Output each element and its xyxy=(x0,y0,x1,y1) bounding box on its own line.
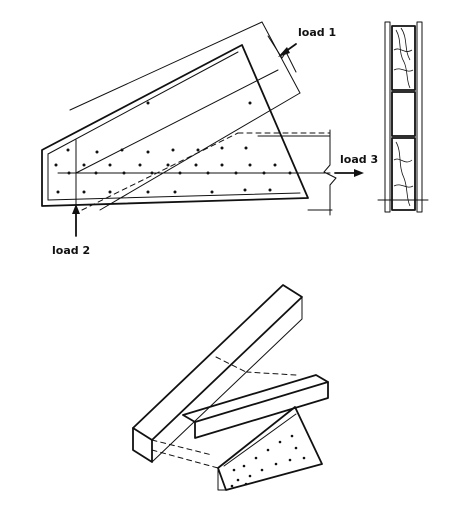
timber-section-lower xyxy=(391,137,416,211)
iso-inclined-member-side xyxy=(132,427,153,463)
inclined-member-dashed-edge xyxy=(81,132,239,211)
fastener xyxy=(194,163,198,167)
fastener xyxy=(248,163,252,167)
iso-fastener-pattern xyxy=(230,434,306,488)
fastener xyxy=(173,190,177,194)
fastener xyxy=(262,171,266,175)
fastener xyxy=(56,190,60,194)
load1-arrow xyxy=(278,43,297,57)
isometric-view xyxy=(132,284,329,491)
load3-arrow xyxy=(334,169,364,177)
iso-inclined-dashed-line xyxy=(215,356,247,373)
fastener xyxy=(95,150,99,154)
iso-horizontal-member-side xyxy=(194,381,329,439)
fastener xyxy=(236,478,240,482)
fastener xyxy=(278,440,282,444)
side-section-view xyxy=(377,21,429,213)
fastener xyxy=(82,163,86,167)
break-mark-load3 xyxy=(323,129,337,216)
fastener xyxy=(178,171,182,175)
fastener xyxy=(122,171,126,175)
fastener xyxy=(254,456,258,460)
fastener xyxy=(248,101,252,105)
fastener xyxy=(66,148,70,152)
elevation-view: load 1 load 2 load 3 xyxy=(41,21,378,257)
fastener xyxy=(54,163,58,167)
fastener xyxy=(150,171,154,175)
fastener xyxy=(220,146,224,150)
fastener xyxy=(146,190,150,194)
fastener xyxy=(274,462,278,466)
fastener xyxy=(171,148,175,152)
gusset-plate-inner-bottom xyxy=(47,192,301,201)
fastener xyxy=(108,163,112,167)
iso-construction-dash-1 xyxy=(151,449,219,469)
fastener xyxy=(234,171,238,175)
centroid-line-inclined xyxy=(75,69,279,174)
load1-label: load 1 xyxy=(298,26,336,39)
fastener xyxy=(166,163,170,167)
fastener xyxy=(244,482,248,486)
fastener xyxy=(294,446,298,450)
fastener xyxy=(206,171,210,175)
fastener xyxy=(266,448,270,452)
fastener xyxy=(273,163,277,167)
timber-section-middle xyxy=(391,91,416,137)
inclined-member-bottom-edge xyxy=(99,92,301,211)
fastener xyxy=(248,474,252,478)
gusset-plate xyxy=(41,44,309,207)
iso-gusset-plate-edge xyxy=(217,467,227,491)
fastener xyxy=(210,190,214,194)
iso-inclined-member-top xyxy=(132,284,303,441)
iso-horizontal-member-top xyxy=(182,374,329,423)
load2-label: load 2 xyxy=(52,244,90,257)
fastener xyxy=(288,458,292,462)
fastener xyxy=(232,468,236,472)
fastener xyxy=(196,148,200,152)
gusset-plate-inner-edge xyxy=(47,51,239,155)
fastener xyxy=(230,484,234,488)
inclined-member-end-cut xyxy=(261,21,301,94)
side-plate-left xyxy=(384,21,391,213)
iso-inclined-member-lower-edge xyxy=(151,296,303,463)
fastener xyxy=(302,456,306,460)
fastener xyxy=(82,190,86,194)
fastener xyxy=(94,171,98,175)
fastener xyxy=(243,188,247,192)
fastener-pattern xyxy=(54,101,292,194)
iso-horizontal-dashed-line xyxy=(245,371,297,376)
fastener xyxy=(244,146,248,150)
iso-gusset-plate-inner xyxy=(223,413,297,467)
fastener xyxy=(288,171,292,175)
fastener xyxy=(120,148,124,152)
fastener xyxy=(108,190,112,194)
fastener xyxy=(146,150,150,154)
fastener xyxy=(138,163,142,167)
fastener xyxy=(290,434,294,438)
fastener xyxy=(220,163,224,167)
inclined-member-top-edge xyxy=(69,21,263,111)
load2-arrow xyxy=(72,204,80,237)
iso-gusset-plate xyxy=(217,406,323,491)
load3-label: load 3 xyxy=(340,153,378,166)
fastener xyxy=(242,464,246,468)
fastener xyxy=(146,101,150,105)
iso-construction-dash-2 xyxy=(151,439,213,456)
fastener xyxy=(67,171,71,175)
timber-section-upper xyxy=(391,25,416,91)
side-plate-right xyxy=(416,21,423,213)
fastener xyxy=(260,468,264,472)
fastener xyxy=(268,188,272,192)
